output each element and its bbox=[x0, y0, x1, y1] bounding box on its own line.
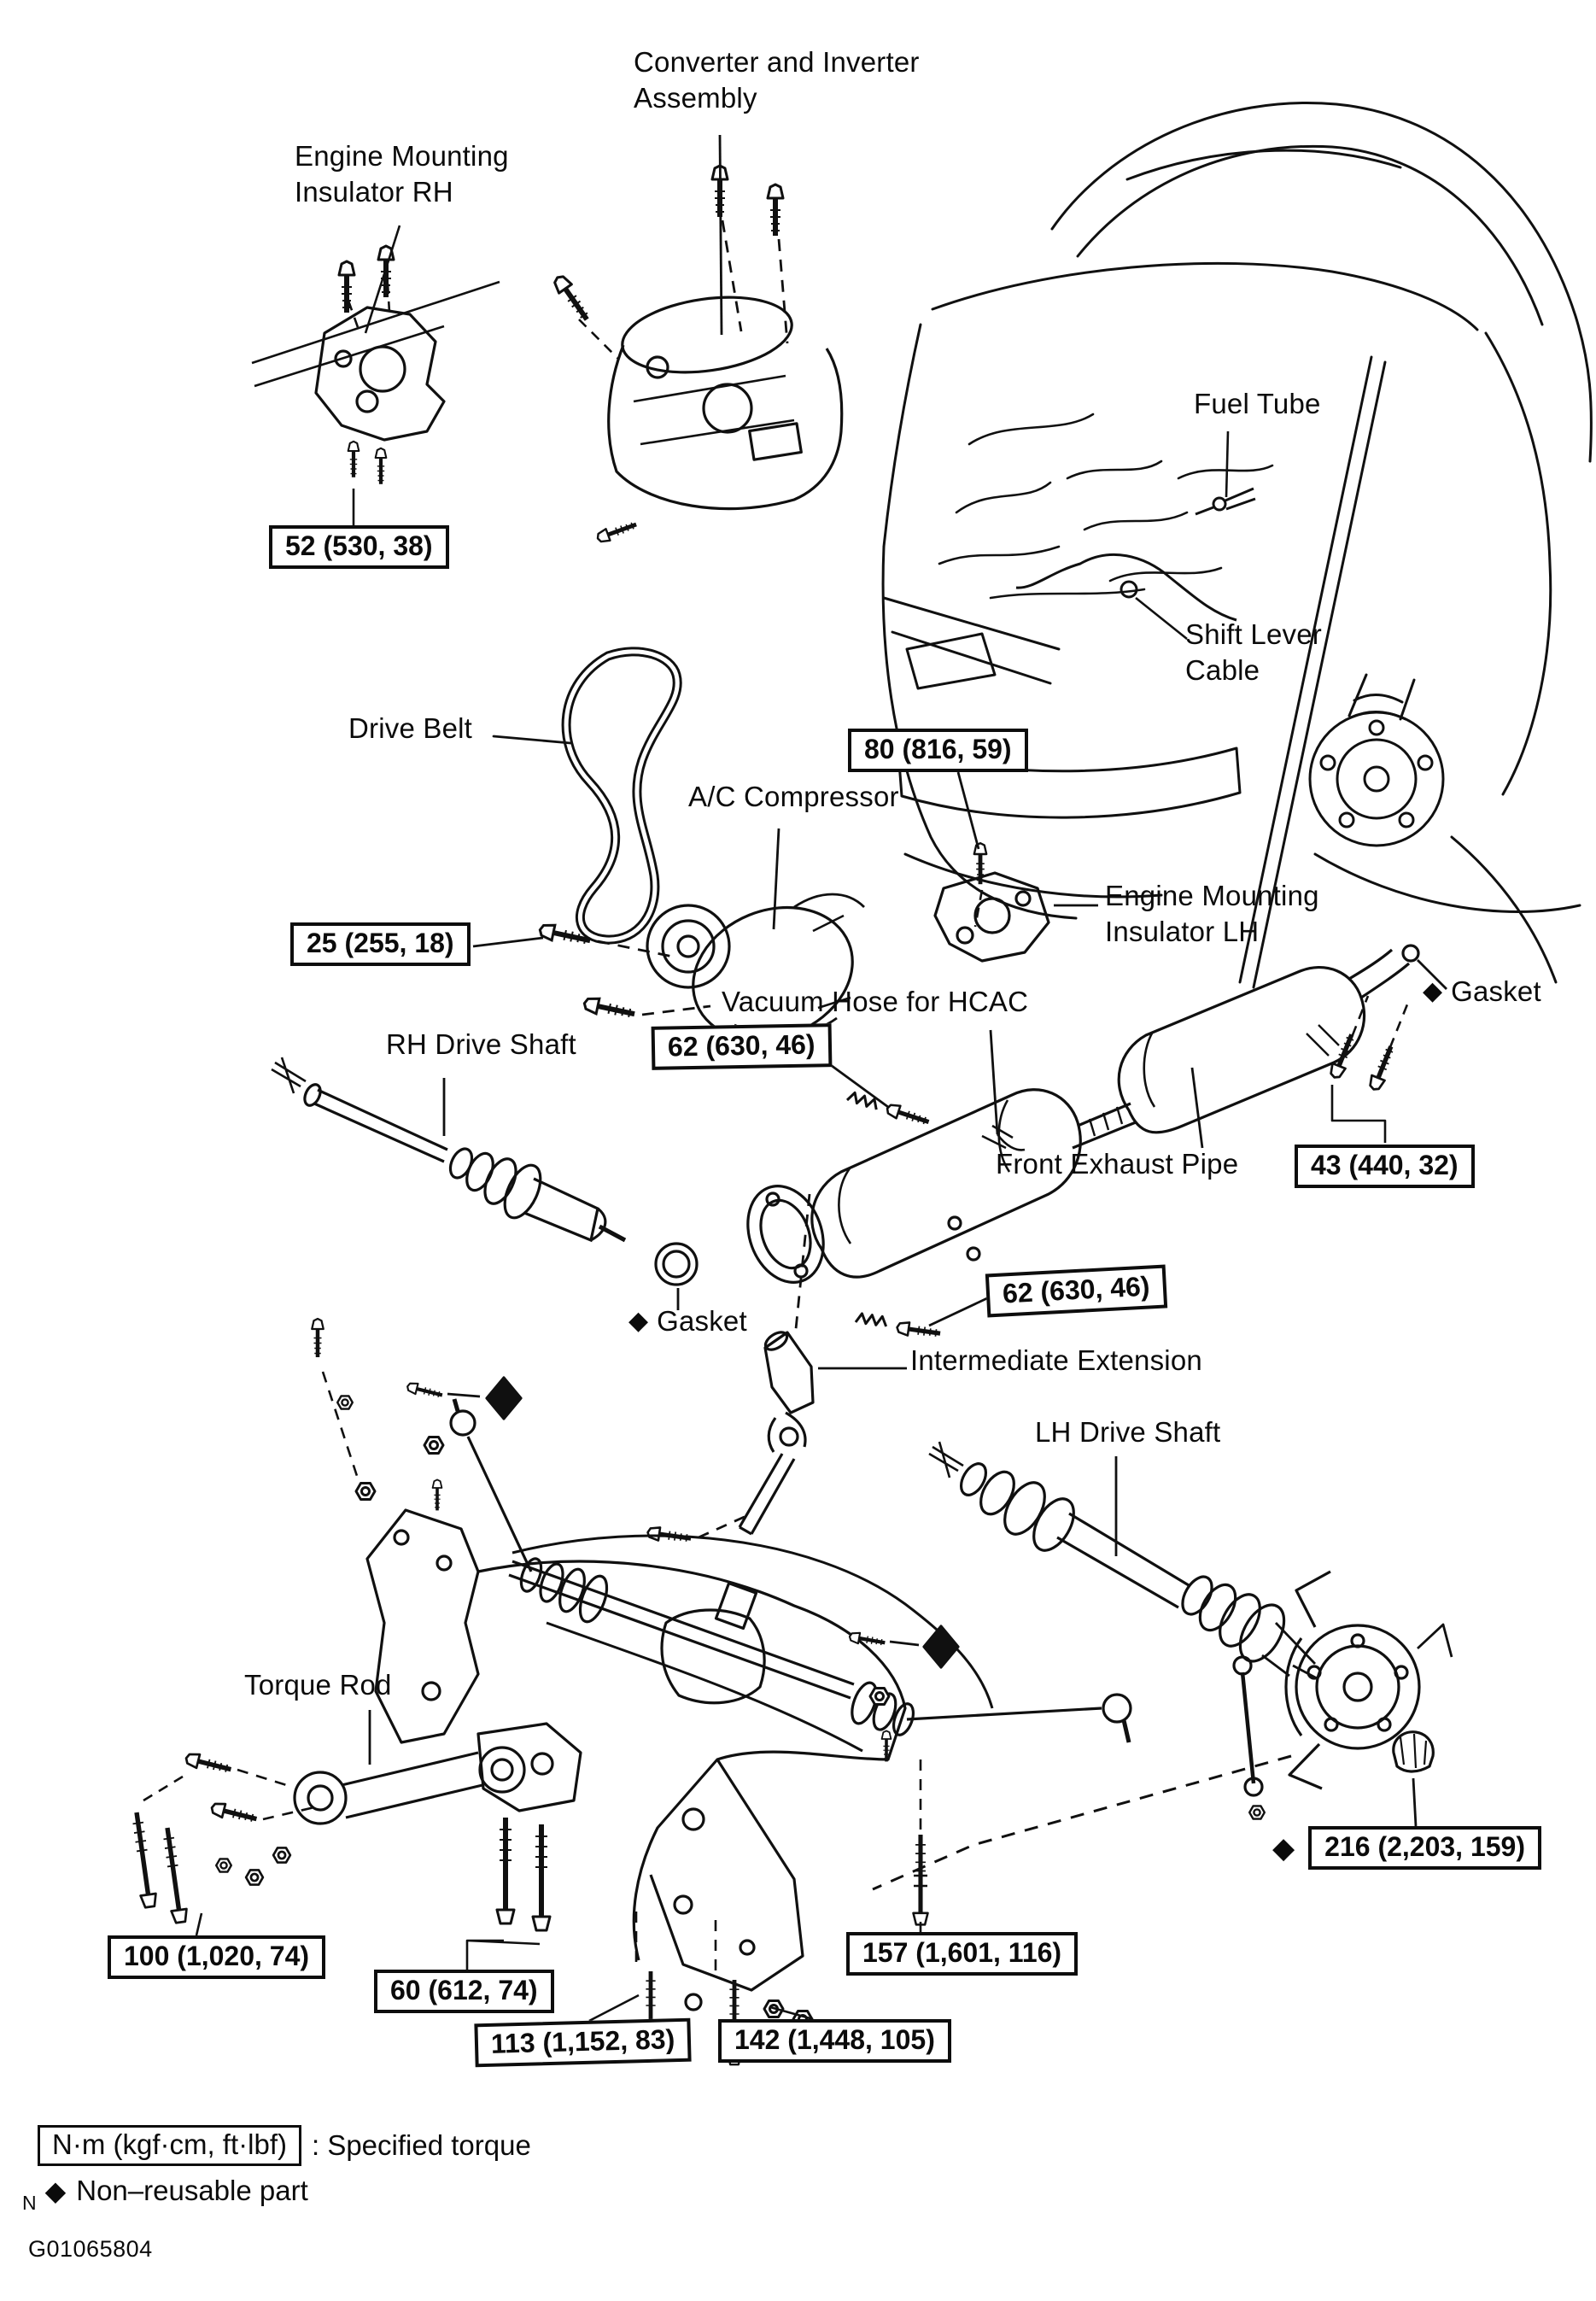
torque-box-62a: 62 (630, 46) bbox=[651, 1023, 832, 1070]
label-rh-drive-shaft: RH Drive Shaft bbox=[386, 1028, 576, 1060]
torque-box-142: 142 (1,448, 105) bbox=[718, 2019, 951, 2063]
diamond-icon: ◆ bbox=[1272, 1831, 1295, 1865]
diamond-icon: ◆ bbox=[44, 2175, 67, 2206]
torque-box-52: 52 (530, 38) bbox=[269, 525, 449, 569]
label-gasket-right: ◆ Gasket bbox=[1423, 974, 1541, 1010]
label-engine-mount-rh: Engine Mounting Insulator RH bbox=[295, 140, 509, 208]
torque-box-60: 60 (612, 74) bbox=[374, 1970, 554, 2013]
label-fuel-tube: Fuel Tube bbox=[1194, 388, 1321, 419]
torque-box-25: 25 (255, 18) bbox=[290, 922, 471, 966]
intermediate-extension-art bbox=[646, 1331, 907, 1545]
legend-unit-box: N·m (kgf·cm, ft·lbf) bbox=[38, 2125, 301, 2166]
torque-box-216-row: ◆ 216 (2,203, 159) bbox=[1272, 1826, 1541, 1870]
converter-inverter-art bbox=[551, 134, 844, 544]
torque-box-80: 80 (816, 59) bbox=[848, 729, 1028, 772]
diamond-icon: ◆ bbox=[628, 1307, 649, 1336]
fuel-tube-fitting bbox=[1195, 430, 1256, 516]
front-exhaust-art bbox=[654, 944, 1447, 1340]
label-converter-inverter: Converter and Inverter Assembly bbox=[634, 46, 920, 114]
knuckle-hub-art bbox=[872, 1570, 1453, 1891]
rh-drive-shaft-art bbox=[271, 1057, 627, 1243]
label-ac-compressor: A/C Compressor bbox=[688, 781, 899, 812]
label-torque-rod: Torque Rod bbox=[244, 1669, 392, 1701]
label-front-exhaust-pipe: Front Exhaust Pipe bbox=[996, 1148, 1239, 1180]
label-vacuum-hose: Vacuum Hose for HCAC bbox=[722, 986, 1029, 1017]
lh-drive-shaft-art bbox=[928, 1441, 1319, 1681]
drive-belt-art bbox=[492, 647, 682, 945]
legend-unit-desc: : Specified torque bbox=[311, 2129, 531, 2161]
legend-n-mark: N bbox=[22, 2191, 37, 2214]
torque-box-216: 216 (2,203, 159) bbox=[1308, 1826, 1541, 1870]
car-body-outline bbox=[881, 102, 1593, 989]
engine-mount-rh-art bbox=[251, 225, 500, 526]
label-drive-belt: Drive Belt bbox=[348, 712, 473, 744]
shift-lever-cable-art bbox=[1015, 553, 1237, 641]
torque-box-100: 100 (1,020, 74) bbox=[108, 1935, 326, 1979]
label-gasket-lower: ◆ Gasket bbox=[628, 1303, 747, 1339]
subframe-art bbox=[129, 1319, 1266, 2064]
label-intermediate-extension: Intermediate Extension bbox=[910, 1344, 1202, 1376]
figure-code: G01065804 bbox=[28, 2236, 153, 2262]
engine-mount-lh-art bbox=[933, 771, 1098, 963]
label-lh-drive-shaft: LH Drive Shaft bbox=[1035, 1416, 1221, 1448]
legend-torque: N·m (kgf·cm, ft·lbf) : Specified torque bbox=[38, 2125, 531, 2166]
legend-nonreusable: N ◆ Non–reusable part bbox=[22, 2175, 308, 2214]
torque-box-113: 113 (1,152, 83) bbox=[474, 2017, 692, 2068]
label-engine-mount-lh: Engine Mounting Insulator LH bbox=[1105, 880, 1319, 948]
gasket-right-text: Gasket bbox=[1451, 975, 1541, 1007]
diamond-icon: ◆ bbox=[1423, 977, 1443, 1006]
legend-nonreusable-text: Non–reusable part bbox=[76, 2175, 308, 2206]
torque-box-157: 157 (1,601, 116) bbox=[846, 1932, 1079, 1976]
label-shift-lever-cable: Shift Lever Cable bbox=[1185, 618, 1322, 687]
gasket-lower-text: Gasket bbox=[657, 1305, 747, 1337]
torque-box-43: 43 (440, 32) bbox=[1295, 1145, 1475, 1188]
